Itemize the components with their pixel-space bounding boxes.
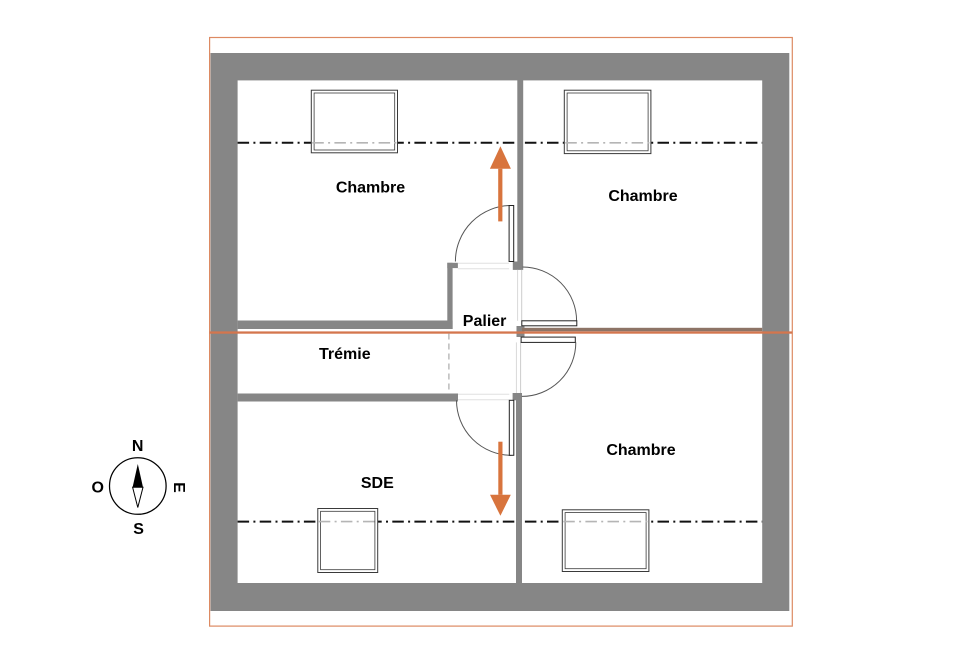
svg-text:SDE: SDE	[361, 475, 394, 492]
svg-text:Chambre: Chambre	[608, 188, 677, 205]
svg-text:N: N	[132, 438, 144, 455]
svg-text:S: S	[133, 521, 144, 538]
svg-text:Chambre: Chambre	[336, 179, 405, 196]
svg-text:Palier: Palier	[463, 313, 507, 330]
svg-text:E: E	[170, 482, 187, 493]
svg-text:Chambre: Chambre	[606, 442, 675, 459]
svg-text:O: O	[91, 479, 103, 496]
svg-text:Trémie: Trémie	[319, 346, 371, 363]
